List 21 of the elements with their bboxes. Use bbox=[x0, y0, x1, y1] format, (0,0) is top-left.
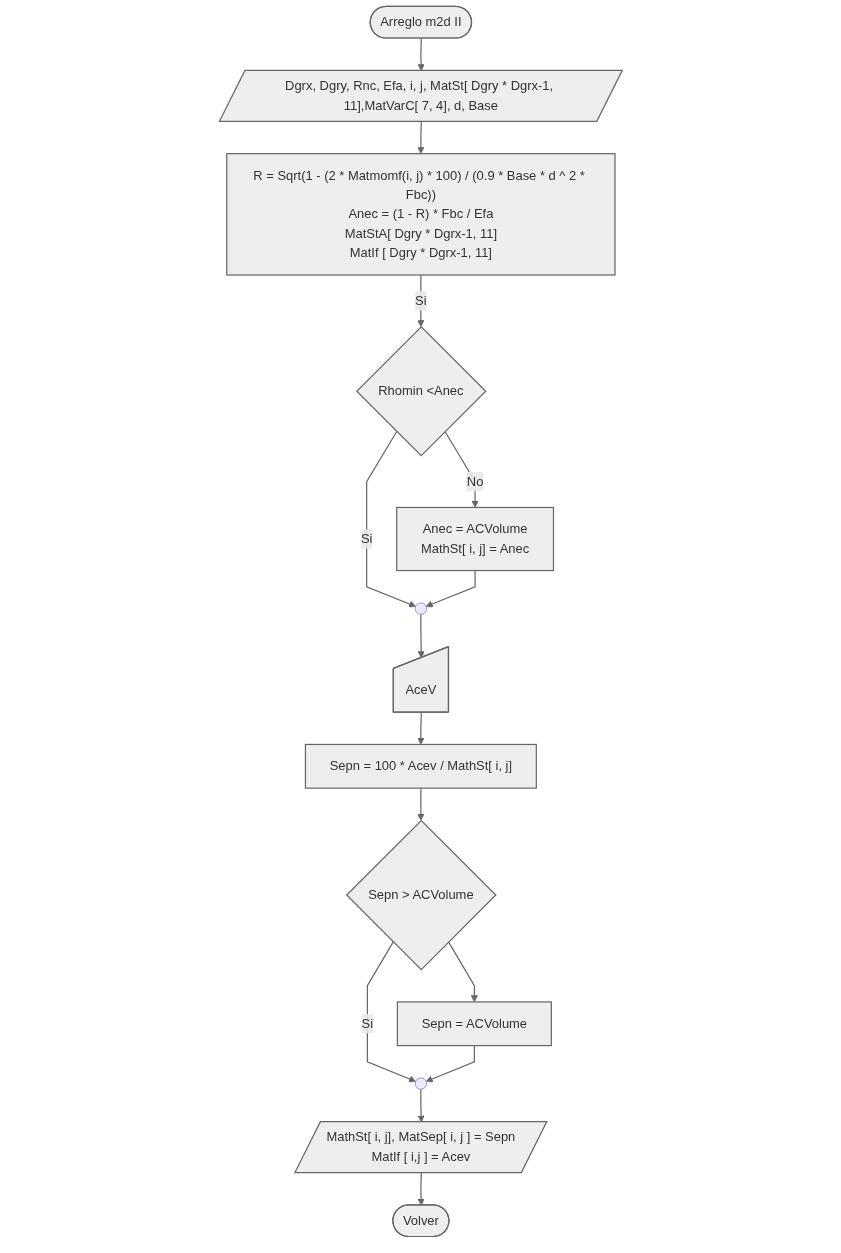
node-circle bbox=[414, 602, 427, 615]
arrow bbox=[425, 1045, 475, 1083]
arrow bbox=[447, 941, 478, 1003]
node-circle bbox=[414, 1077, 427, 1090]
node-box: R = Sqrt(1 - (2 * Matmomf(i, j) * 100) / (0.9 * Base * d ^ 2 * Fbc)) Anec = (1 - R) * Fbc / Efa MatStA[ Dgry * Dgrx-1, 11] MatIf [ Dgry * Dgrx-1, 11] bbox=[225, 153, 616, 276]
arrow bbox=[366, 941, 416, 1083]
edge-label: Si bbox=[414, 293, 427, 308]
edge-label: No bbox=[466, 474, 483, 489]
arrow bbox=[425, 569, 476, 608]
node-box: Sepn = ACVolume bbox=[396, 1001, 552, 1047]
arrow bbox=[416, 121, 425, 154]
arrow bbox=[416, 787, 425, 821]
edge-label: Si bbox=[361, 1016, 373, 1031]
node-diamond: Sepn > ACVolume bbox=[345, 819, 497, 971]
edge-label: Si bbox=[360, 531, 373, 546]
node-box: Anec = ACVolume MathSt[ i, j] = Anec bbox=[395, 506, 554, 572]
arrow bbox=[417, 1172, 425, 1206]
arrow bbox=[365, 430, 416, 608]
node-diamond: Rhomin <Anec bbox=[355, 325, 487, 457]
node-box: Sepn = 100 * Acev / MathSt[ i, j] bbox=[304, 743, 537, 789]
arrow bbox=[417, 613, 425, 659]
